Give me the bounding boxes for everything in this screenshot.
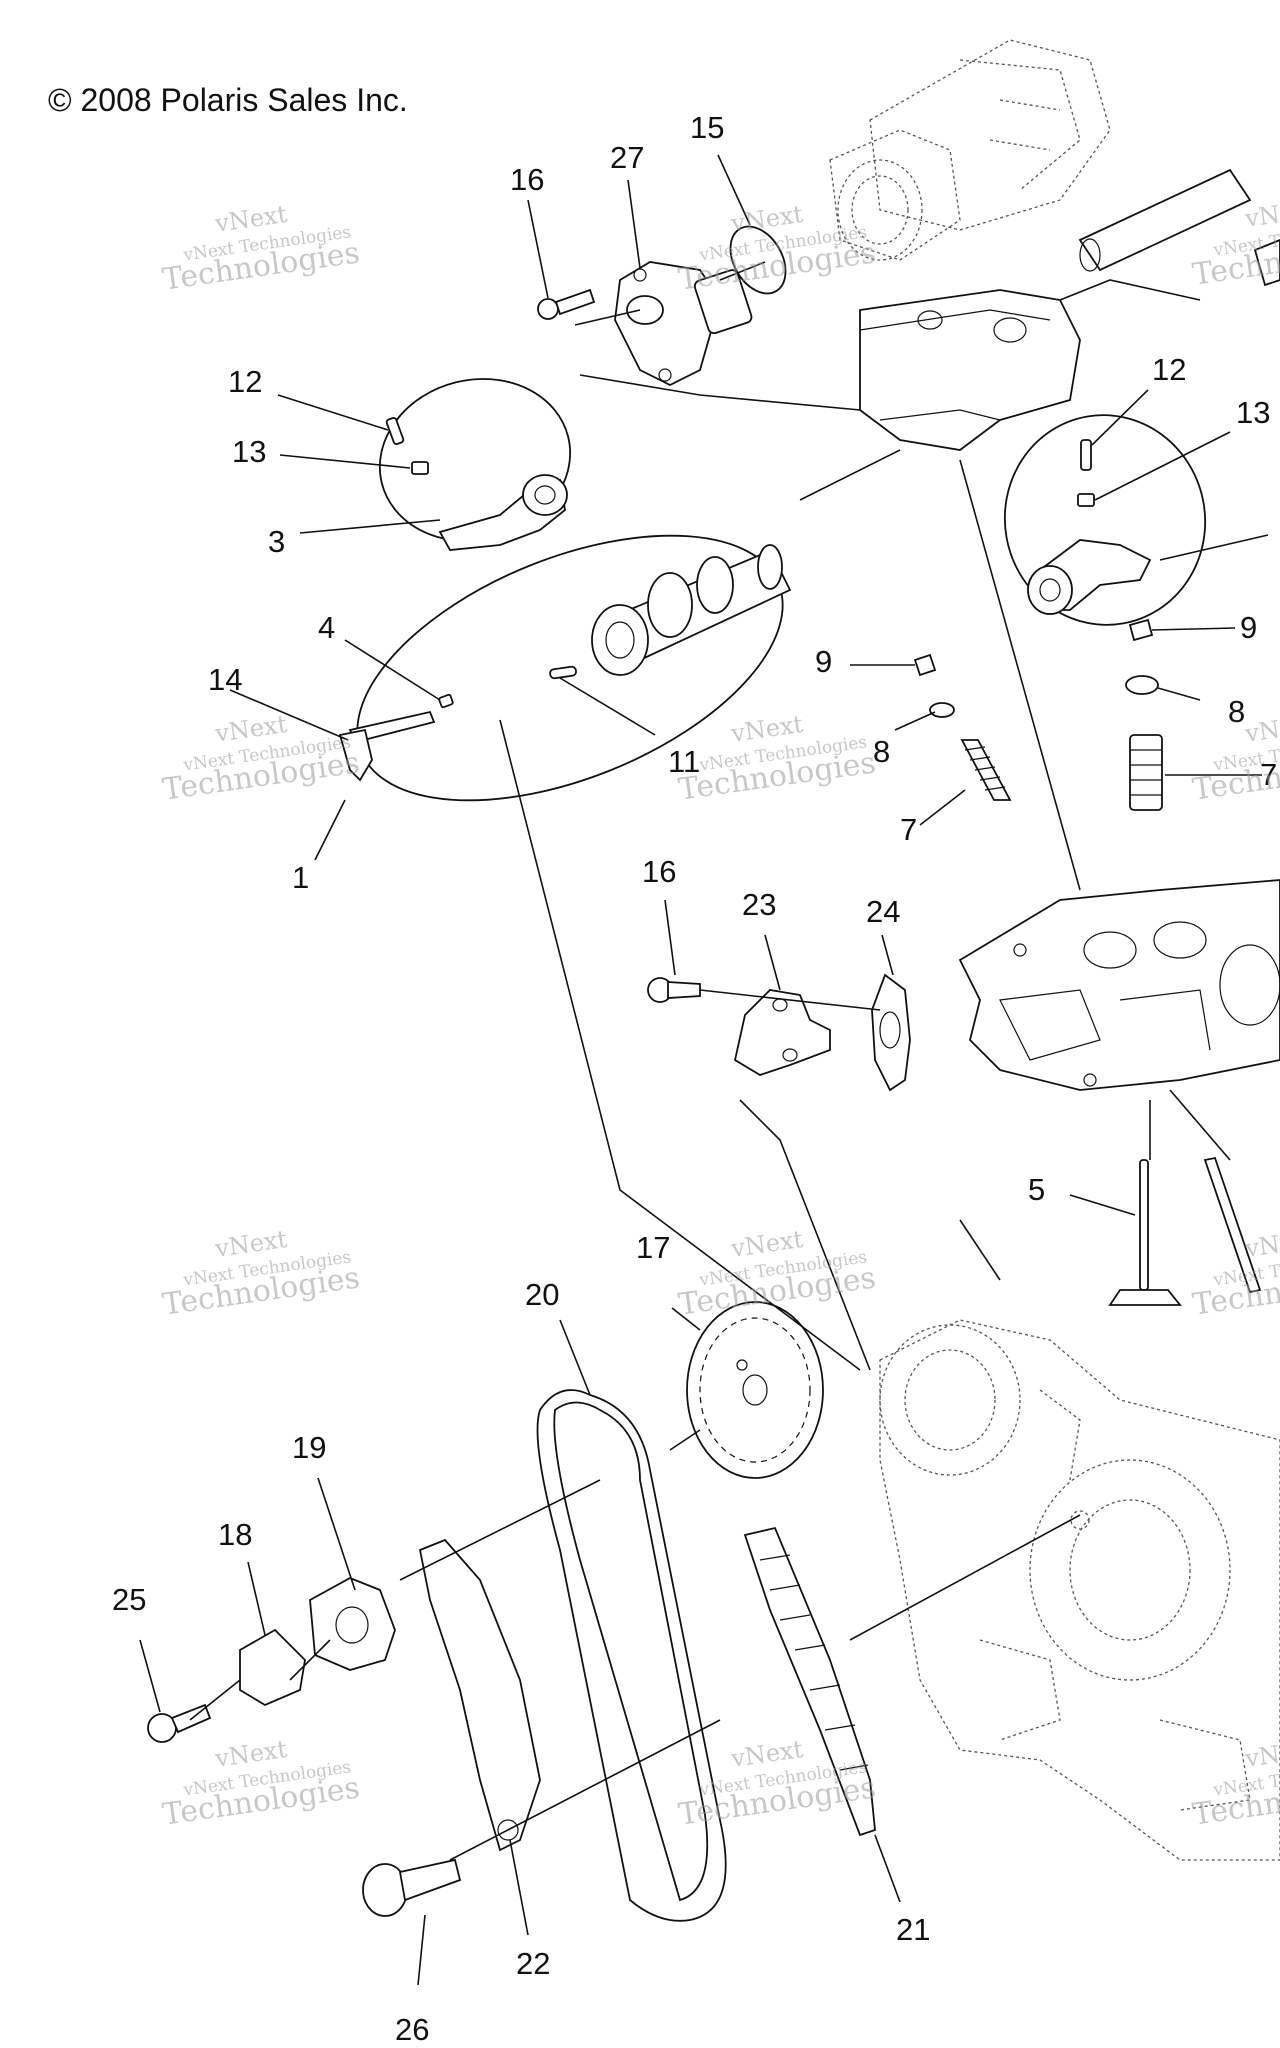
- part-21-chain-guide-front: [743, 1526, 876, 1837]
- leader-lines: [139, 154, 1269, 1986]
- ghost-cylinder-head-cover: [829, 39, 1111, 261]
- part-16-bolt-tensioner: [647, 977, 701, 1003]
- part-12-adjuster-screw-right: [1080, 439, 1092, 471]
- callout-7-left: 7: [900, 812, 917, 847]
- part-17-cam-sprocket: [686, 1301, 824, 1479]
- part-23-cam-chain-tensioner: [733, 989, 831, 1076]
- callout-13-left: 13: [232, 434, 266, 469]
- watermark-1: vNext vNext Technologies Technologies: [160, 200, 361, 298]
- part-7-valve-spring-right: [1129, 734, 1163, 811]
- callout-5: 5: [1028, 1172, 1045, 1207]
- part-3-rocker-arm-right: [1027, 539, 1152, 615]
- callout-12-left: 12: [228, 364, 262, 399]
- group-outline-rocker-right: [1003, 414, 1207, 626]
- dowel-tube: [1078, 168, 1280, 287]
- callout-16-mid: 16: [642, 854, 676, 889]
- part-12-adjuster-screw-left: [385, 417, 405, 445]
- part-18-collar: [239, 1628, 306, 1707]
- svg-text:vNext: vNext: [1243, 710, 1280, 748]
- callout-8-right: 8: [1228, 694, 1245, 729]
- callout-20: 20: [525, 1277, 559, 1312]
- callout-16-top: 16: [510, 162, 544, 197]
- callout-labels: 16 27 15 12 13 3 12 13 4 14 9 9 8 8 11 7…: [112, 110, 1277, 2047]
- callout-15: 15: [690, 110, 724, 145]
- ghost-crankcase: [879, 1319, 1280, 1861]
- watermark-2: vNext vNext Technologies Technologies: [676, 200, 877, 298]
- part-16-bolt-top: [537, 288, 596, 320]
- callout-27: 27: [610, 140, 644, 175]
- callout-26: 26: [395, 2012, 429, 2047]
- part-4-spring-pin: [438, 693, 454, 709]
- part-20-cam-chain: [536, 1389, 727, 1922]
- callout-11: 11: [668, 744, 700, 779]
- part-26-bolt: [362, 1858, 462, 1917]
- part-3-rocker-arm-left: [438, 474, 568, 551]
- watermark-6: vNext vNext Technologies Technologies: [1190, 710, 1280, 808]
- watermark-12: vNext vNext Technologies Technologies: [1190, 1735, 1280, 1833]
- part-13-nut-right: [1077, 493, 1095, 507]
- connection-lines: [189, 261, 1231, 1861]
- cylinder-head: [958, 879, 1280, 1091]
- callout-12-right: 12: [1152, 352, 1186, 387]
- part-5-valve-second: [1203, 1156, 1262, 1294]
- part-9-keeper-right: [1128, 618, 1154, 642]
- part-22-chain-guide-rear: [418, 1538, 541, 1852]
- callout-8-left: 8: [873, 734, 890, 769]
- part-7-valve-spring-left: [960, 739, 1012, 801]
- part-14-decompression-lever: [338, 710, 436, 782]
- part-19-chain-guide-pivot: [309, 1577, 396, 1671]
- callout-24: 24: [866, 894, 900, 929]
- callout-25: 25: [112, 1582, 146, 1617]
- watermark-8: vNext vNext Technologies Technologies: [676, 1225, 877, 1323]
- callout-7-right: 7: [1260, 757, 1277, 792]
- callout-19: 19: [292, 1430, 326, 1465]
- svg-text:vNext: vNext: [1243, 1225, 1280, 1263]
- part-27-cover: [614, 261, 753, 387]
- callout-23: 23: [742, 887, 776, 922]
- part-24-tensioner-gasket: [871, 973, 911, 1092]
- callout-13-right: 13: [1236, 395, 1270, 430]
- callout-9-right: 9: [1240, 610, 1257, 645]
- callout-17: 17: [636, 1230, 670, 1265]
- callout-14: 14: [208, 662, 242, 697]
- watermark-4: vNext vNext Technologies Technologies: [160, 710, 361, 808]
- watermark-7: vNext vNext Technologies Technologies: [160, 1225, 361, 1323]
- callout-18: 18: [218, 1517, 252, 1552]
- callout-3: 3: [268, 524, 285, 559]
- part-5-valve: [1108, 1159, 1182, 1306]
- part-13-nut-left: [411, 461, 429, 475]
- callout-1: 1: [292, 860, 309, 895]
- part-15-o-ring: [729, 225, 787, 295]
- callout-9-left: 9: [815, 644, 832, 679]
- part-9-keeper-left: [913, 653, 937, 677]
- part-camshaft: [591, 544, 792, 676]
- copyright-text: © 2008 Polaris Sales Inc.: [48, 82, 408, 118]
- watermark-5: vNext vNext Technologies Technologies: [676, 710, 877, 808]
- watermark-10: vNext vNext Technologies Technologies: [160, 1735, 361, 1833]
- rocker-support-block: [859, 289, 1081, 451]
- part-11-dowel-pin: [549, 665, 577, 680]
- callout-22: 22: [516, 1946, 550, 1981]
- callout-21: 21: [896, 1912, 930, 1947]
- part-8-retainer-left: [929, 702, 955, 718]
- callout-4: 4: [318, 610, 335, 645]
- part-8-retainer-right: [1125, 675, 1159, 695]
- svg-text:vNext: vNext: [1243, 1735, 1280, 1773]
